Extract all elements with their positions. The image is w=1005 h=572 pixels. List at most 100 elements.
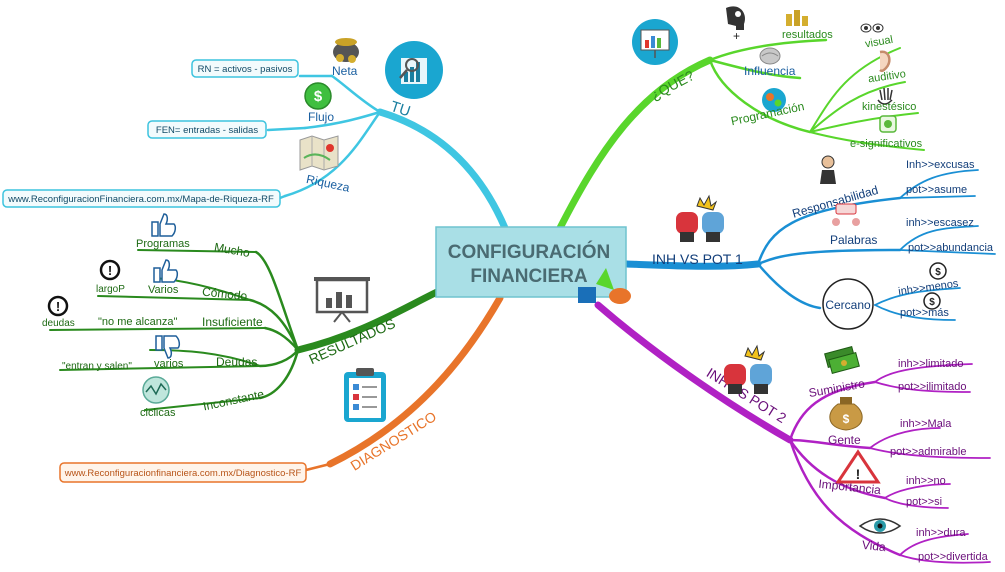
deudas-label: Deudas xyxy=(216,355,257,369)
riqueza-link-box[interactable] xyxy=(2,189,281,208)
importancia-pot: pot>>si xyxy=(906,496,942,508)
shapes-logo-icon xyxy=(578,268,631,304)
ear-icon xyxy=(879,50,891,73)
diagnostico-link[interactable]: www.Reconfiguracionfinanciera.com.mx/Dia… xyxy=(64,468,302,479)
svg-text:$: $ xyxy=(935,267,941,278)
influencia-label: Influencia xyxy=(744,64,796,78)
presentation-chart-icon xyxy=(632,19,678,65)
entran-label: "entran y salen" xyxy=(62,361,132,372)
responsabilidad-pot: pot>>asume xyxy=(906,184,967,196)
branch-pot2 xyxy=(594,301,991,564)
kinestesico-label: kinestésico xyxy=(862,101,916,113)
svg-text:$: $ xyxy=(843,412,850,426)
cercano-circle xyxy=(822,278,874,330)
esignificativos-label: e-significativos xyxy=(850,138,923,150)
money-sack-icon: $ xyxy=(829,397,863,431)
map-icon xyxy=(299,135,339,171)
ciclicas-label: ciclicas xyxy=(140,407,176,419)
flujo-formula-box xyxy=(147,120,267,139)
visual-label: visual xyxy=(864,34,894,51)
importancia-label: Importancia xyxy=(818,477,882,498)
coins-icon xyxy=(786,10,808,26)
diagnostico-link-box[interactable] xyxy=(59,462,307,483)
palabras-inh: inh>>escasez xyxy=(906,217,974,229)
head-gears-icon xyxy=(762,88,786,112)
auditivo-label: auditivo xyxy=(867,68,906,85)
palabras-pot: pot>>abundancia xyxy=(908,242,994,254)
svg-text:$: $ xyxy=(314,88,323,105)
exclamation-icon-2: ! xyxy=(47,295,69,317)
clipboard-icon xyxy=(344,368,386,422)
riqueza-label: Riqueza xyxy=(305,172,351,195)
responsabilidad-inh: Inh>>excusas xyxy=(906,159,975,171)
vida-inh: inh>>dura xyxy=(916,527,966,539)
svg-text:!: ! xyxy=(108,263,112,278)
hand-icon xyxy=(877,87,893,105)
que-resultados-label: resultados xyxy=(782,29,833,41)
programas-label: Programas xyxy=(136,238,190,250)
cercano-label: Cercano xyxy=(825,298,871,312)
money-bag-icon xyxy=(333,38,359,63)
branch-pot1 xyxy=(623,169,996,321)
warning-icon: ! xyxy=(835,449,881,484)
flujo-formula: FEN= entradas - salidas xyxy=(156,125,258,136)
svg-text:!: ! xyxy=(856,466,861,482)
gente-pot: pot>>admirable xyxy=(890,446,966,458)
varios-label: Varios xyxy=(148,284,179,296)
suministro-pot: pot>>ilimitado xyxy=(898,381,967,393)
dollar-circle-icon-2: $ xyxy=(923,292,941,310)
palabras-label: Palabras xyxy=(830,233,877,247)
thinking-head-icon xyxy=(879,115,897,133)
deudas-small-label: deudas xyxy=(42,318,75,329)
mucho-label: Mucho xyxy=(213,240,251,260)
svg-text:!: ! xyxy=(56,299,60,314)
dollar-icon: $ xyxy=(304,82,332,110)
boxing-gloves-icon xyxy=(676,194,724,242)
dollar-circle-icon: $ xyxy=(929,262,947,280)
exclamation-icon: ! xyxy=(99,259,121,281)
inconstante-label: Inconstante xyxy=(202,387,266,414)
cash-stack-icon xyxy=(824,346,860,374)
importancia-inh: inh>>no xyxy=(906,475,946,487)
flujo-label: Flujo xyxy=(308,110,334,124)
branch-resultados xyxy=(49,249,441,411)
vida-label: Vida xyxy=(861,538,886,554)
suministro-label: Suministro xyxy=(808,376,867,400)
thumbs-down-icon xyxy=(155,335,181,359)
suministro-inh: inh>>limitado xyxy=(898,358,963,370)
wave-chart-icon xyxy=(142,376,170,404)
tu-label: TU xyxy=(388,98,412,120)
thumbs-up-icon-2 xyxy=(153,259,179,283)
pot1-label: INH VS POT 1 xyxy=(652,251,743,267)
gente-inh: inh>>Mala xyxy=(900,418,952,430)
insuficiente-label: Insuficiente xyxy=(202,315,263,329)
branch-tu xyxy=(266,74,509,232)
neta-formula: RN = activos - pasivos xyxy=(198,64,293,75)
thumbs-up-icon xyxy=(151,213,177,237)
center-title-line1: CONFIGURACIÓN xyxy=(448,241,611,263)
riqueza-link[interactable]: www.ReconfiguracionFinanciera.com.mx/Map… xyxy=(7,194,274,205)
brain-icon xyxy=(759,47,781,65)
gente-label: Gente xyxy=(828,433,861,447)
head-gear-icon xyxy=(726,6,746,30)
person-icon xyxy=(820,155,836,184)
varios2-label: varios xyxy=(154,358,184,370)
no-alcanza-label: "no me alcanza" xyxy=(98,316,177,328)
people-talking-icon xyxy=(832,203,860,226)
que-label: ¿QUE? xyxy=(648,67,697,103)
branch-diagnostico xyxy=(304,294,504,472)
plus-sign: + xyxy=(733,29,740,43)
comodo-label: Cómodo xyxy=(201,285,248,304)
neta-label: Neta xyxy=(332,64,358,78)
svg-text:$: $ xyxy=(929,297,935,308)
vida-pot: pot>>divertida xyxy=(918,551,989,563)
center-title-line2: FINANCIERA xyxy=(470,266,587,287)
largop-label: largoP xyxy=(96,284,125,295)
magnifier-chart-icon xyxy=(385,41,443,99)
presentation-board-icon xyxy=(314,277,370,323)
branch-que xyxy=(556,38,925,232)
eye-icon xyxy=(858,518,902,534)
neta-formula-box xyxy=(191,59,299,78)
boxing-gloves-icon-2 xyxy=(724,344,772,394)
cercano-pot: pot>>más xyxy=(900,307,949,319)
